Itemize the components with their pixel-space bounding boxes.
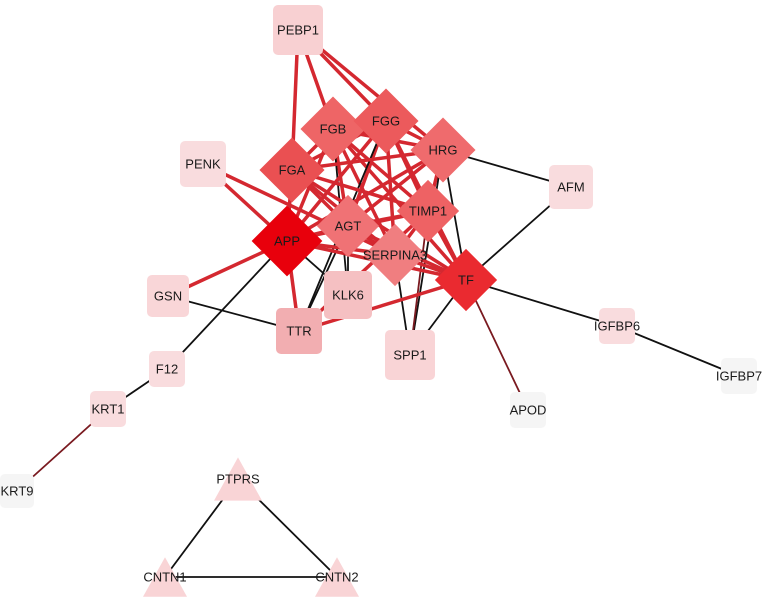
node-ttr[interactable]: TTR xyxy=(276,308,322,354)
edge-app-f12 xyxy=(166,240,288,370)
node-cntn1[interactable]: CNTN1 xyxy=(143,557,187,597)
node-label-krt9: KRT9 xyxy=(1,484,34,499)
node-ptprs[interactable]: PTPRS xyxy=(214,457,262,501)
node-shape-cntn2 xyxy=(315,557,359,597)
edge-hrg-spp1 xyxy=(409,149,444,356)
node-igfbp7[interactable]: IGFBP7 xyxy=(716,358,762,394)
node-shape-agt xyxy=(316,194,380,258)
node-shape-igfbp6 xyxy=(599,308,635,344)
node-shape-krt9 xyxy=(0,474,34,508)
node-app[interactable]: APP xyxy=(251,205,323,277)
node-label-igfbp6: IGFBP6 xyxy=(594,319,640,334)
node-shape-gsn xyxy=(147,275,189,317)
node-fga[interactable]: FGA xyxy=(259,137,325,203)
node-shape-serpina3 xyxy=(363,223,427,287)
node-shape-penk xyxy=(180,141,226,187)
node-f12[interactable]: F12 xyxy=(149,351,185,387)
node-label-serpina3: SERPINA3 xyxy=(363,248,427,263)
edge-igfbp6-igfbp7 xyxy=(616,325,740,377)
node-shape-spp1 xyxy=(385,330,435,380)
node-shape-tf xyxy=(434,248,498,312)
node-shape-ptprs xyxy=(214,457,262,501)
node-klk6[interactable]: KLK6 xyxy=(324,271,372,319)
node-label-cntn2: CNTN2 xyxy=(315,570,358,585)
node-shape-timp1 xyxy=(396,179,460,243)
node-igfbp6[interactable]: IGFBP6 xyxy=(594,308,640,344)
node-label-f12: F12 xyxy=(156,362,178,377)
node-serpina3[interactable]: SERPINA3 xyxy=(363,223,427,287)
node-label-spp1: SPP1 xyxy=(393,348,426,363)
node-gsn[interactable]: GSN xyxy=(147,275,189,317)
node-shape-cntn1 xyxy=(143,557,187,597)
node-shape-igfbp7 xyxy=(721,358,757,394)
node-hrg[interactable]: HRG xyxy=(410,117,476,183)
node-label-tf: TF xyxy=(458,273,474,288)
node-penk[interactable]: PENK xyxy=(180,141,226,187)
node-label-agt: AGT xyxy=(335,219,362,234)
node-label-ttr: TTR xyxy=(286,324,311,339)
node-shape-app xyxy=(251,205,323,277)
node-label-pebp1: PEBP1 xyxy=(277,23,319,38)
edge-fgb-tf xyxy=(331,127,468,282)
node-shape-f12 xyxy=(149,351,185,387)
node-krt1[interactable]: KRT1 xyxy=(90,391,126,427)
node-label-fgb: FGB xyxy=(320,122,347,137)
node-label-penk: PENK xyxy=(185,157,221,172)
node-fgg[interactable]: FGG xyxy=(353,88,419,154)
node-shape-klk6 xyxy=(324,271,372,319)
edge-fga-tf xyxy=(290,168,468,282)
edge-hrg-app xyxy=(285,148,445,243)
node-krt9[interactable]: KRT9 xyxy=(0,474,34,508)
node-label-apod: APOD xyxy=(510,403,547,418)
node-label-hrg: HRG xyxy=(429,143,458,158)
node-shape-hrg xyxy=(410,117,476,183)
node-apod[interactable]: APOD xyxy=(510,392,547,428)
node-shape-krt1 xyxy=(90,391,126,427)
node-agt[interactable]: AGT xyxy=(316,194,380,258)
node-shape-pebp1 xyxy=(273,5,323,55)
node-shape-ttr xyxy=(276,308,322,354)
node-shape-afm xyxy=(549,165,593,209)
node-fgb[interactable]: FGB xyxy=(300,96,366,162)
node-label-igfbp7: IGFBP7 xyxy=(716,369,762,384)
node-label-timp1: TIMP1 xyxy=(409,204,447,219)
node-afm[interactable]: AFM xyxy=(549,165,593,209)
node-timp1[interactable]: TIMP1 xyxy=(396,179,460,243)
node-shape-apod xyxy=(510,392,546,428)
node-shape-fgb xyxy=(300,96,366,162)
edge-tf-igfbp6 xyxy=(465,279,618,327)
edge-fgg-app xyxy=(285,119,388,243)
node-label-fgg: FGG xyxy=(372,114,400,129)
edge-tf-ttr xyxy=(297,278,468,333)
node-label-fga: FGA xyxy=(279,163,306,178)
node-cntn2[interactable]: CNTN2 xyxy=(315,557,359,597)
node-spp1[interactable]: SPP1 xyxy=(385,330,435,380)
edge-tf-apod xyxy=(465,279,529,411)
node-label-klk6: KLK6 xyxy=(332,288,364,303)
node-shape-fgg xyxy=(353,88,419,154)
node-label-app: APP xyxy=(274,234,300,249)
node-shape-fga xyxy=(259,137,325,203)
node-label-cntn1: CNTN1 xyxy=(143,570,186,585)
node-tf[interactable]: TF xyxy=(434,248,498,312)
node-label-krt1: KRT1 xyxy=(92,402,125,417)
node-label-gsn: GSN xyxy=(154,289,182,304)
node-label-afm: AFM xyxy=(557,180,584,195)
node-label-ptprs: PTPRS xyxy=(216,472,260,487)
node-pebp1[interactable]: PEBP1 xyxy=(273,5,323,55)
